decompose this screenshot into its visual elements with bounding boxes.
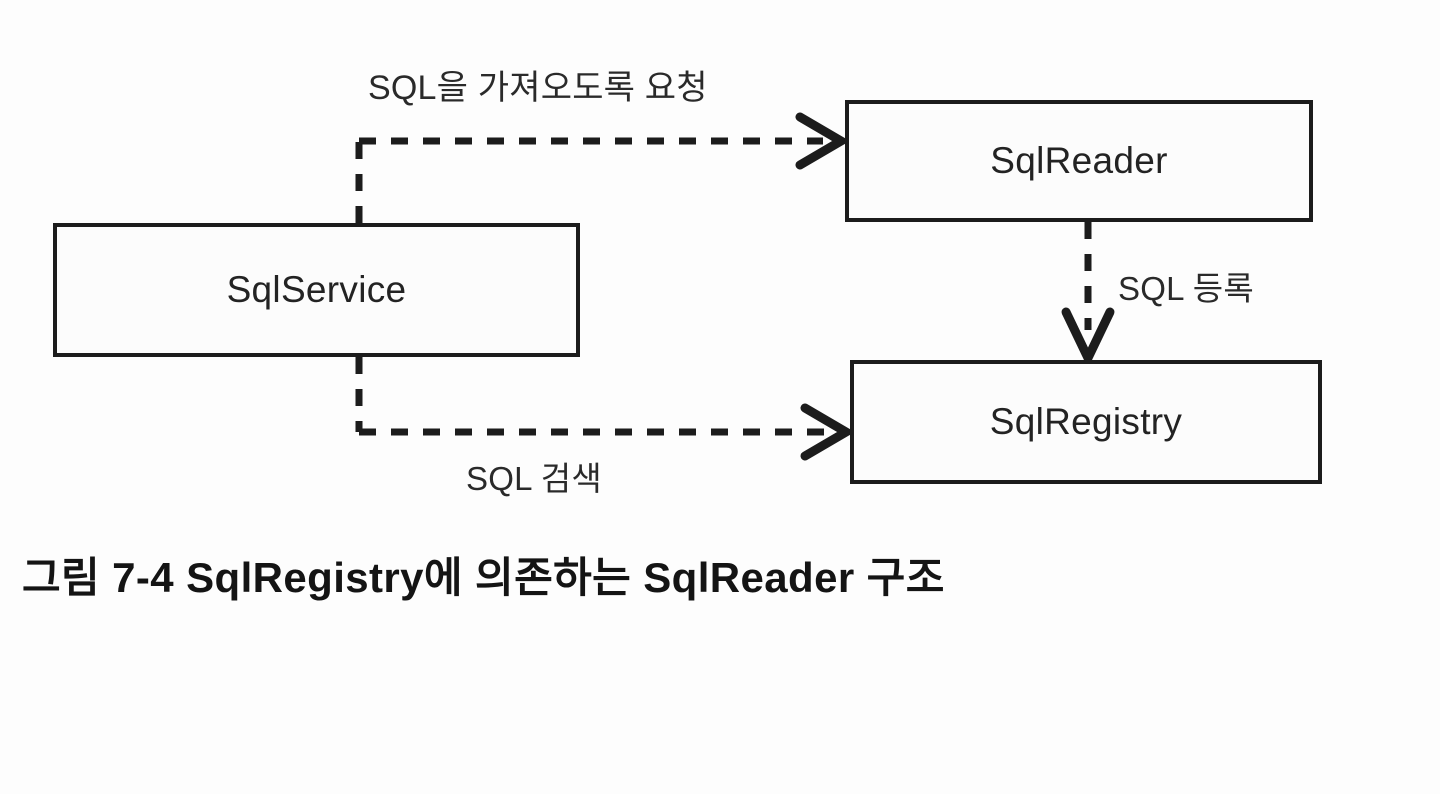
node-sqlservice-label: SqlService xyxy=(226,269,407,310)
edge-label-sql-search: SQL 검색 xyxy=(466,460,602,497)
edge-sql-register xyxy=(1061,222,1115,369)
node-sqlservice[interactable]: SqlService xyxy=(53,223,580,357)
edge-label-sql-register: SQL 등록 xyxy=(1118,270,1254,307)
edge-fetch-request xyxy=(355,112,850,223)
edge-sql-search-arrowhead xyxy=(800,403,855,461)
node-sqlregistry-label: SqlRegistry xyxy=(989,401,1183,442)
edge-sql-register-arrowhead xyxy=(1061,307,1115,369)
node-sqlreader[interactable]: SqlReader xyxy=(845,100,1313,222)
node-sqlreader-label: SqlReader xyxy=(990,140,1168,181)
edge-sql-search xyxy=(355,357,855,461)
figure-caption: 그림 7-4 SqlRegistry에 의존하는 SqlReader 구조 xyxy=(22,554,945,601)
node-sqlregistry[interactable]: SqlRegistry xyxy=(850,360,1322,484)
edge-fetch-request-arrowhead xyxy=(795,112,850,170)
edge-label-fetch-request: SQL을 가져오도록 요청 xyxy=(368,69,708,107)
